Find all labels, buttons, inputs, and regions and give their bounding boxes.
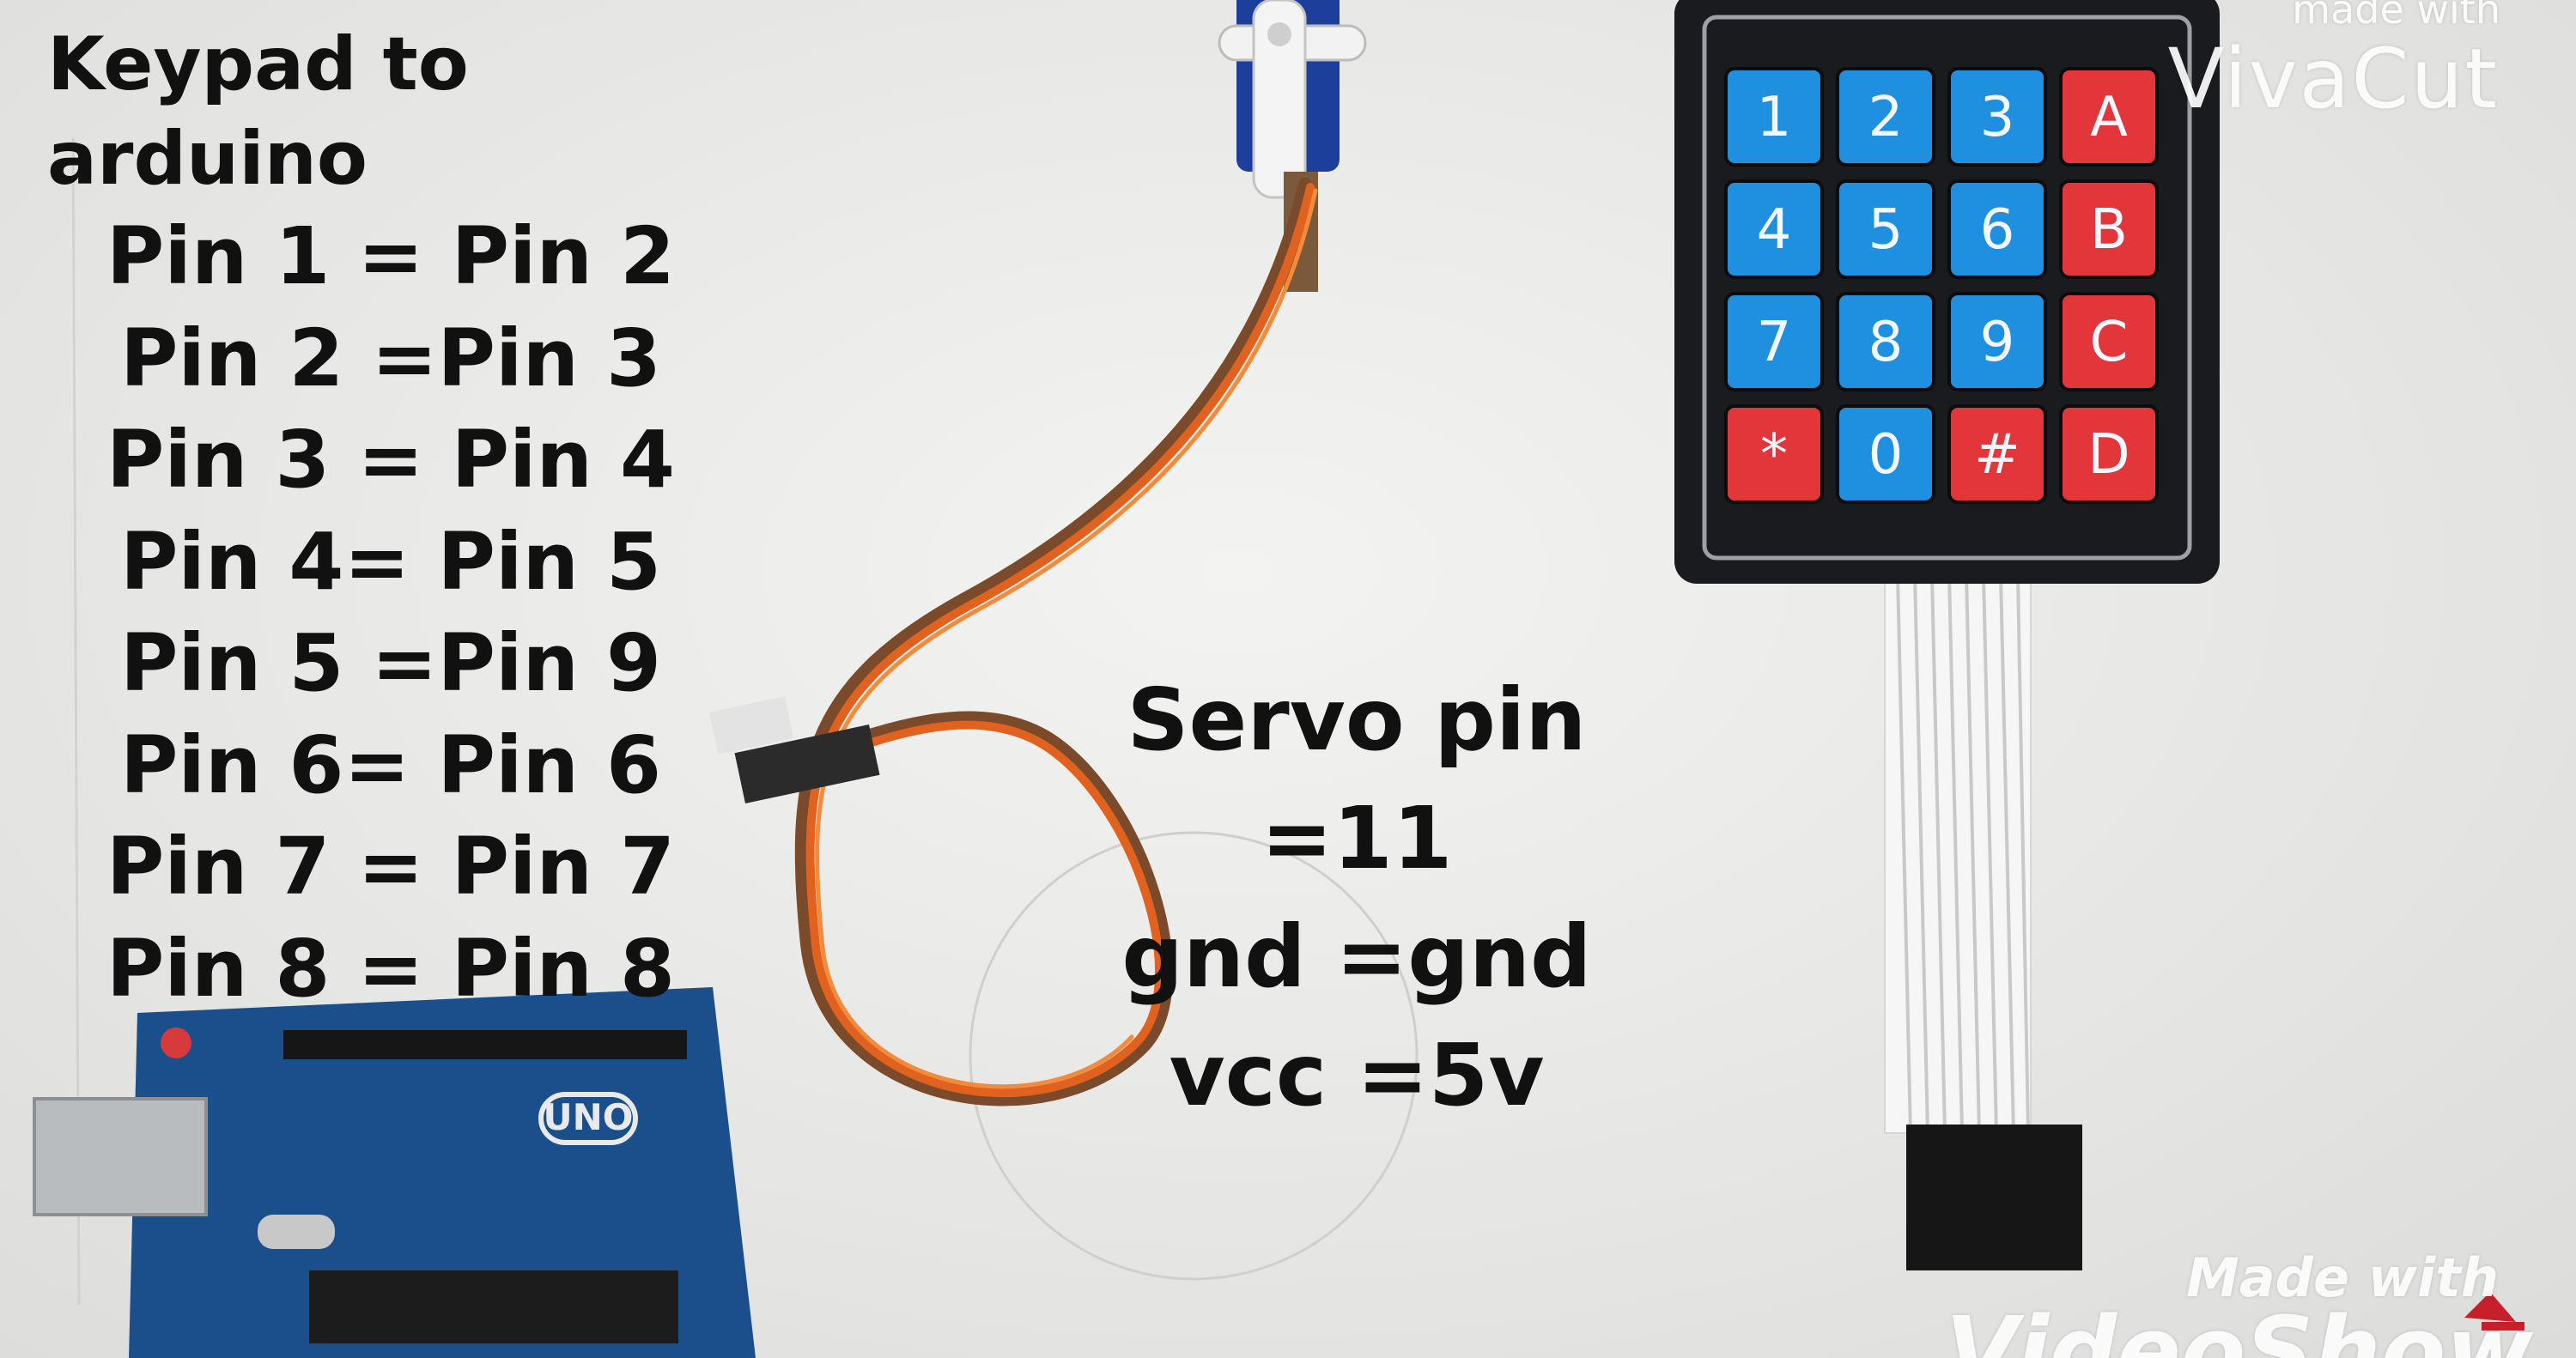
vivacut-watermark-caption: made with	[2292, 0, 2500, 33]
servo-pin-notes: Servo pin =11 gnd =gnd vcc =5v	[1056, 661, 1657, 1135]
notes-title: Keypad to arduino	[47, 21, 469, 202]
keypad-key	[1836, 179, 1935, 279]
keypad-pin-notes: Keypad to arduino Pin 1 = Pin 2 Pin 2 =P…	[47, 17, 751, 1020]
header-pins-top	[283, 1030, 687, 1059]
keypad-key-label: C	[2090, 311, 2129, 374]
keypad-key	[1947, 179, 2047, 279]
pin-map-line: Pin 5 =Pin 9	[119, 617, 662, 709]
keypad-key	[2059, 67, 2159, 167]
keypad-key	[1724, 404, 1824, 504]
pencil-circle	[969, 831, 1419, 1281]
pin-map-line: Pin 3 = Pin 4	[106, 414, 676, 506]
servo-line: gnd =gnd	[1121, 906, 1592, 1007]
pin-map-line: Pin 6= Pin 6	[119, 718, 662, 811]
keypad-key-label: B	[2090, 198, 2128, 262]
keypad-key-label: A	[2090, 86, 2128, 149]
keypad-key	[1724, 179, 1824, 279]
keypad-header-connector	[1906, 1125, 2082, 1270]
pin-map-line: Pin 1 = Pin 2	[106, 210, 676, 302]
keypad-key	[1724, 292, 1824, 391]
keypad-key	[1947, 404, 2047, 504]
usb-port	[33, 1097, 208, 1216]
arduino-board: UNO	[33, 987, 756, 1358]
keypad-key	[1836, 67, 1935, 167]
keypad-key-label: D	[2087, 423, 2129, 487]
keypad-key	[1947, 292, 2047, 391]
videoshow-watermark-caption: Made with	[2186, 1246, 2499, 1309]
pin-map-line: Pin 8 = Pin 8	[106, 922, 676, 1015]
keypad-key	[1836, 292, 1935, 391]
keypad-keys: 1 2 3 A 4 5 6 B 7 8 9 C * 0 # D	[1724, 67, 2159, 504]
keypad-key-label: 0	[1868, 423, 1904, 487]
keypad-key-label: 6	[1980, 198, 2015, 262]
keypad-key-label: 4	[1757, 198, 1792, 262]
crystal	[258, 1215, 335, 1249]
keypad-key-label: 5	[1868, 198, 1904, 262]
keypad-key	[1836, 404, 1935, 504]
keypad-key	[2059, 179, 2159, 279]
pin-map-line: Pin 4= Pin 5	[119, 515, 662, 608]
servo-connector	[734, 724, 880, 803]
keypad-key	[1724, 67, 1824, 167]
keypad-key	[2059, 404, 2159, 504]
videoshow-logo-icon	[2464, 1292, 2524, 1331]
keypad-key-label: 3	[1980, 86, 2015, 149]
pin-map-line: Pin 7 = Pin 7	[106, 821, 676, 912]
keypad-key	[2059, 292, 2159, 391]
keypad-key-label: 2	[1868, 86, 1904, 149]
vivacut-watermark: VivaCut	[2167, 31, 2499, 127]
keypad-key-label: #	[1974, 423, 2020, 487]
keypad-key-label: 9	[1980, 311, 2015, 374]
keypad-ribbon	[1884, 574, 2082, 1270]
keypad-key-label: 8	[1868, 311, 1904, 374]
keypad-key-label: *	[1760, 423, 1788, 487]
servo-line: vcc =5v	[1169, 1025, 1545, 1125]
servo-connector-tape	[708, 696, 794, 755]
servo-line: Servo pin =11	[1127, 670, 1587, 888]
keypad-key-label: 7	[1757, 311, 1792, 374]
keypad-key	[1947, 67, 2047, 167]
videoshow-watermark: VideoShow	[1945, 1296, 2533, 1358]
keypad-key-label: 1	[1757, 86, 1792, 149]
pin-map-line: Pin 2 =Pin 3	[119, 312, 662, 404]
board-label: UNO	[544, 1096, 634, 1138]
atmega-chip	[309, 1270, 678, 1343]
reset-button	[161, 1028, 191, 1058]
